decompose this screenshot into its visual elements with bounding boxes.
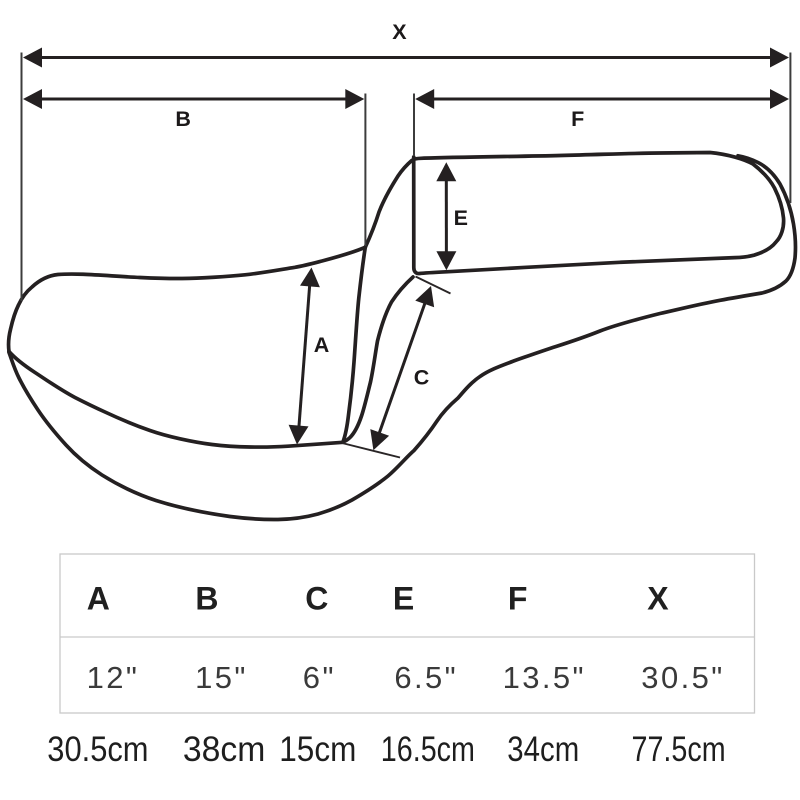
svg-text:38cm: 38cm <box>183 730 265 769</box>
svg-text:15cm: 15cm <box>279 731 356 770</box>
svg-text:B: B <box>175 107 191 131</box>
svg-text:X: X <box>392 20 407 44</box>
svg-text:E: E <box>454 206 468 230</box>
svg-text:6.5": 6.5" <box>394 660 458 695</box>
svg-text:A: A <box>314 333 330 357</box>
svg-text:16.5cm: 16.5cm <box>381 729 475 768</box>
svg-text:F: F <box>571 107 584 131</box>
svg-text:A: A <box>87 581 110 617</box>
svg-text:6": 6" <box>303 660 336 695</box>
svg-text:30.5cm: 30.5cm <box>47 729 148 768</box>
svg-text:13.5": 13.5" <box>503 660 586 695</box>
svg-text:X: X <box>647 581 669 617</box>
svg-text:B: B <box>195 581 218 617</box>
svg-text:F: F <box>508 581 528 617</box>
svg-text:C: C <box>305 581 328 617</box>
svg-text:E: E <box>393 581 414 617</box>
svg-text:34cm: 34cm <box>507 730 579 769</box>
svg-text:C: C <box>414 366 430 390</box>
svg-text:15": 15" <box>195 660 248 695</box>
svg-text:77.5cm: 77.5cm <box>632 729 726 768</box>
svg-text:12": 12" <box>87 660 140 695</box>
svg-text:30.5": 30.5" <box>641 660 724 695</box>
